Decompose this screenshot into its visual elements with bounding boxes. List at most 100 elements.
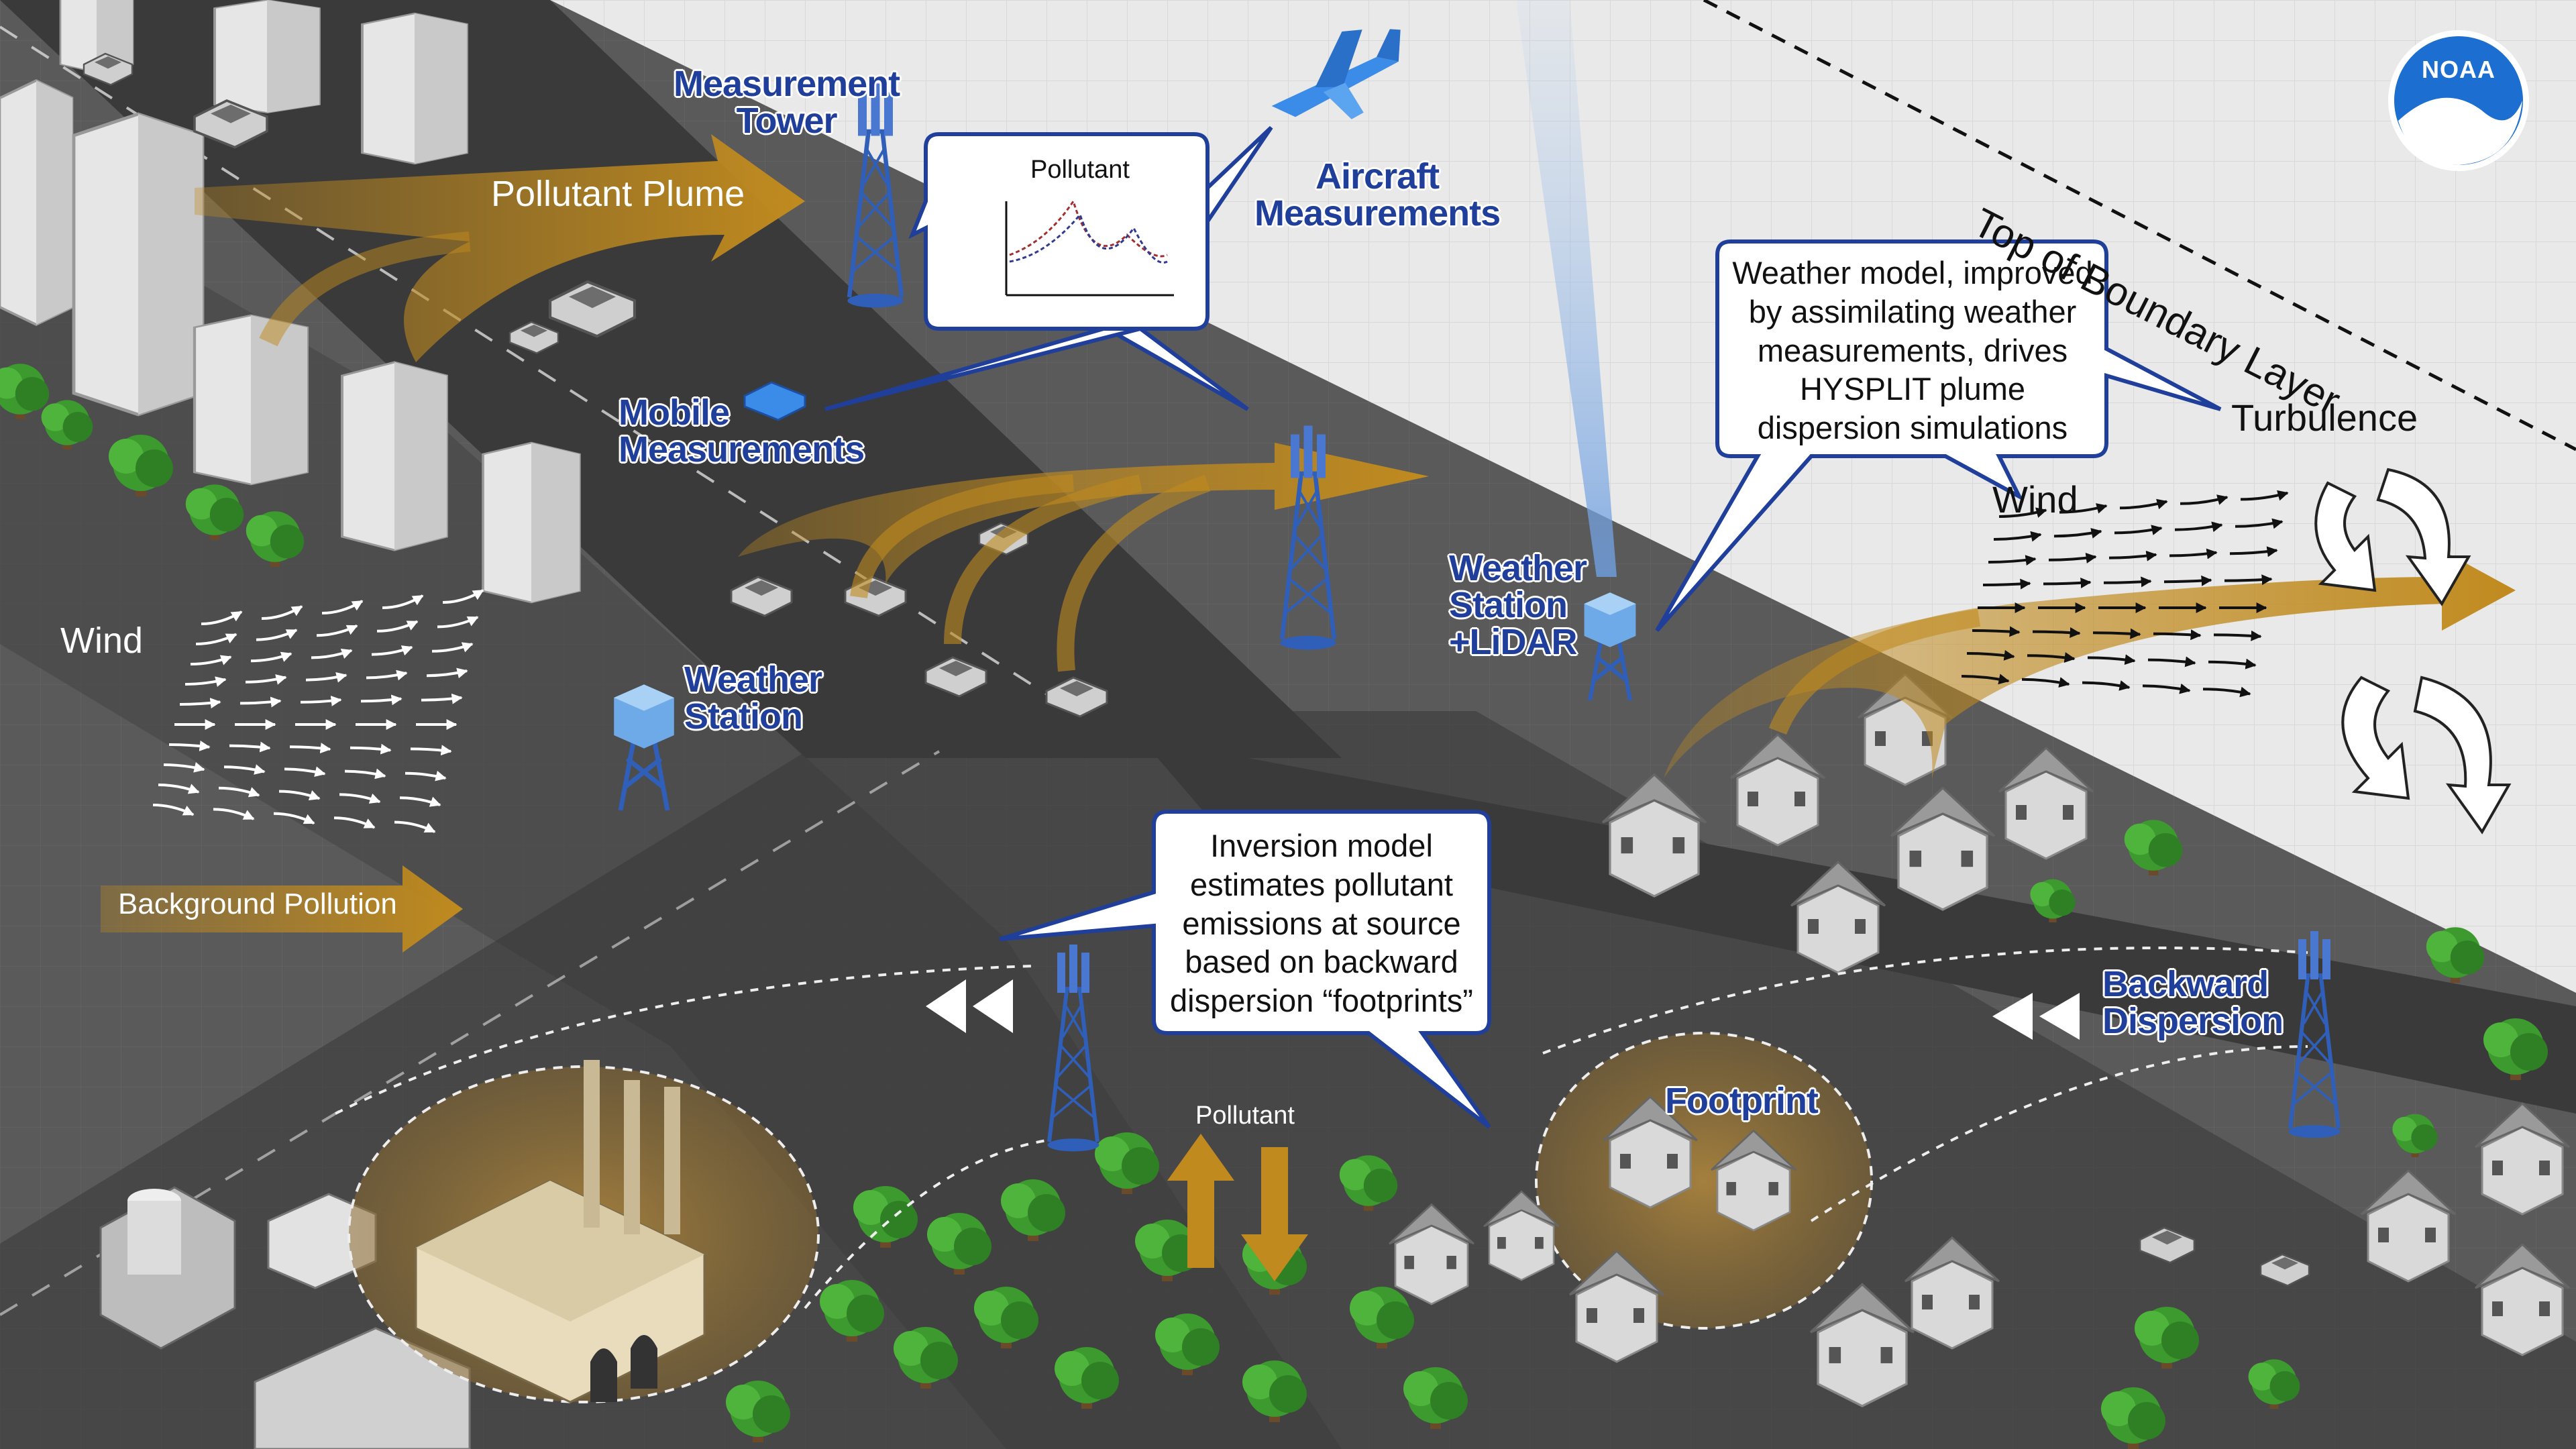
wind-arrow	[2103, 576, 2152, 588]
wind-arrow	[245, 674, 287, 685]
wind-arrow	[2163, 575, 2212, 586]
wind-arrow	[426, 667, 468, 679]
mobile-car-icon	[743, 381, 806, 421]
wind-arrow	[1961, 674, 2010, 685]
weather-model-callout	[1655, 239, 2222, 632]
wind-arrow	[256, 629, 298, 641]
wind-arrows-right	[1961, 490, 2289, 698]
aircraft-icon	[1271, 29, 1401, 119]
wind-arrow	[223, 764, 266, 775]
wind-arrow	[437, 616, 479, 629]
wind-arrow	[284, 766, 326, 777]
mobile-plume-arrows	[738, 443, 1429, 672]
wind-arrow	[1982, 578, 2031, 590]
wind-arrow	[184, 676, 227, 687]
wind-arrow	[2147, 656, 2196, 667]
wind-arrow	[2142, 683, 2191, 694]
footprint-label: Footprint	[1665, 1081, 1819, 1121]
wind-arrow	[2032, 627, 2081, 638]
wind-arrow	[371, 645, 413, 656]
wind-arrow	[1972, 626, 2021, 637]
wind-arrow	[2114, 525, 2163, 535]
wind-arrow	[431, 642, 474, 653]
wind-arrow	[229, 741, 271, 753]
inversion-model-callout	[999, 810, 1491, 1129]
wind-label-right: Wind	[1992, 478, 2078, 521]
wind-arrow	[360, 694, 402, 706]
wind-arrow	[2027, 652, 2076, 663]
wind-arrow	[2202, 686, 2251, 698]
wind-arrow	[2153, 629, 2202, 641]
wind-arrow	[2213, 630, 2262, 641]
backward-dispersion-path-left	[335, 965, 1034, 1115]
wind-arrow	[273, 812, 315, 825]
wind-arrow	[394, 820, 436, 833]
turbulence-swirl-icon	[2314, 468, 2512, 835]
backward-dispersion-path-right	[1542, 947, 2308, 1055]
wind-arrow	[2174, 521, 2223, 533]
wind-arrow	[179, 698, 221, 709]
wind-arrow	[305, 672, 347, 683]
lidar-beam	[1516, 0, 1617, 577]
wind-arrow	[190, 655, 232, 665]
wind-arrow	[2229, 546, 2278, 557]
pollutant-plume-label: Pollutant Plume	[491, 174, 745, 214]
wind-arrow	[289, 743, 331, 754]
wind-arrow	[410, 745, 452, 756]
wind-arrow	[311, 648, 353, 659]
wind-arrow	[1966, 649, 2015, 661]
factory	[415, 1060, 706, 1403]
wind-arrow	[344, 768, 386, 780]
wind-arrow	[2235, 518, 2284, 529]
background-pollution-arrow	[101, 865, 463, 953]
wind-arrow	[1998, 507, 2047, 518]
wind-arrow	[158, 784, 200, 794]
wind-arrow	[1993, 531, 2042, 542]
wind-arrow	[2059, 503, 2108, 514]
pollutant-inset-callout	[824, 125, 1273, 411]
pollutant-flux-label: Pollutant	[1195, 1102, 1295, 1130]
wind-arrow	[321, 600, 364, 614]
wind-label-left: Wind	[60, 621, 144, 661]
wind-arrow	[152, 804, 195, 816]
wind-arrow	[2119, 498, 2168, 510]
wind-arrow	[442, 589, 484, 604]
wind-arrow	[168, 740, 211, 751]
wind-arrow	[2082, 680, 2131, 691]
wind-arrow	[2240, 490, 2289, 501]
wind-arrow	[376, 620, 419, 633]
wind-arrow	[2021, 677, 2070, 688]
wind-arrow	[278, 790, 321, 801]
wind-arrow	[250, 651, 292, 663]
wind-arrow	[2053, 528, 2102, 539]
turbulence-label: Turbulence	[2231, 396, 2418, 439]
wind-arrow	[339, 793, 381, 804]
residential-plume-arrow	[1664, 550, 2516, 778]
wind-arrow	[1988, 555, 2037, 566]
wind-arrow	[201, 610, 243, 625]
wind-arrows-left	[152, 589, 484, 833]
wind-arrow	[333, 816, 376, 829]
wind-arrow	[2180, 494, 2229, 505]
wind-arrow	[421, 693, 463, 704]
wind-arrow	[366, 669, 408, 681]
wind-arrow	[163, 762, 205, 773]
wind-arrow	[405, 770, 447, 782]
boundary-layer-line	[1703, 0, 2576, 451]
inset-chart-title: Pollutant	[1030, 156, 1130, 184]
background-pollution-label: Background Pollution	[118, 888, 397, 920]
wind-arrow	[2169, 548, 2218, 559]
wind-arrow	[2043, 578, 2092, 588]
wind-arrow	[399, 796, 441, 807]
rewind-icon	[926, 979, 1013, 1033]
